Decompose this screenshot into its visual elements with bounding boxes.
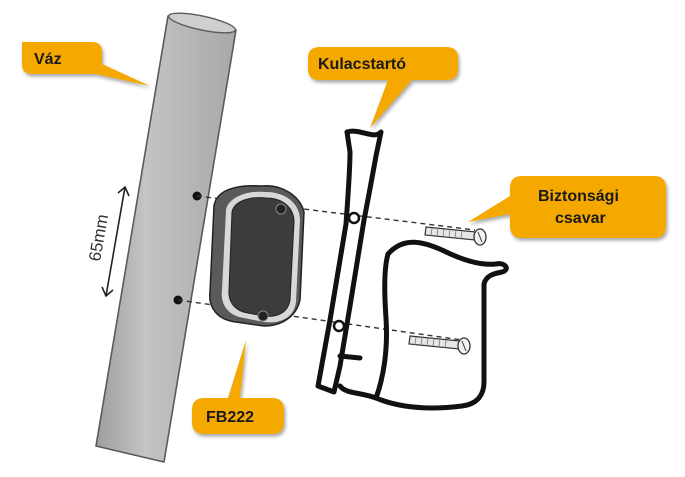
callout-safety-screw-label-line2: csavar [555,210,606,227]
callout-bottle-holder-label: Kulacstartó [318,56,406,73]
callout-frame-label: Váz [34,51,62,68]
dimension-arrow [101,185,130,298]
cage-hole-bottom [332,319,346,333]
bottle-cage [315,128,509,411]
callout-safety-screw-label-line1: Biztonsági [538,188,619,205]
callout-safety-screw [468,176,666,238]
frame-tube [95,12,237,463]
safety-screw-bottom [408,335,471,355]
cage-hole-top [347,211,361,225]
callout-frame [22,42,150,86]
fb222-spacer [209,184,305,327]
callout-fb222-label: FB222 [206,409,254,426]
callout-bottle-holder [308,47,458,128]
callout-fb222 [192,340,284,434]
safety-screw-top [424,226,487,246]
dimension-label: 65mm [85,213,112,263]
